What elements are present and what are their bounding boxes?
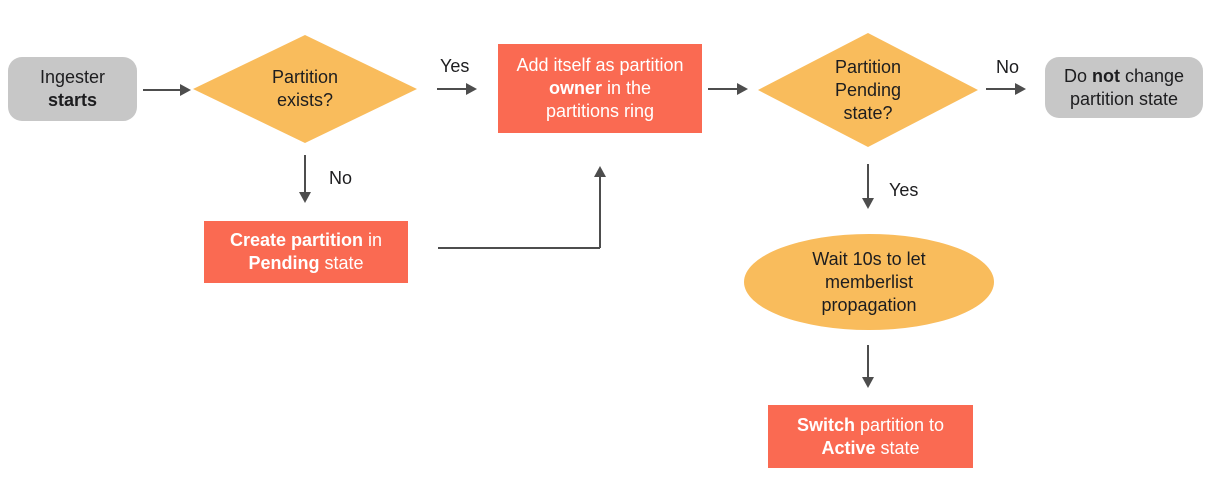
edge-label-exists-no: No	[329, 168, 353, 188]
edge-create-to-addowner-vline	[599, 177, 601, 248]
edge-start-to-exists-line	[143, 89, 180, 91]
arrowhead-right-icon	[737, 83, 748, 95]
edge-addowner-to-pending-line	[708, 88, 737, 90]
edge-label-pending-yes: Yes	[889, 180, 919, 200]
arrowhead-down-icon	[862, 377, 874, 388]
arrowhead-down-icon	[862, 198, 874, 209]
edge-wait-to-switch-line	[867, 345, 869, 378]
edge-pending-yes-line	[867, 164, 869, 199]
edge-exists-yes-line	[437, 88, 466, 90]
edge-create-to-addowner-hline	[438, 247, 600, 249]
arrowhead-up-icon	[594, 166, 606, 177]
edge-label-exists-yes: Yes	[440, 56, 470, 76]
arrowhead-right-icon	[1015, 83, 1026, 95]
arrowhead-right-icon	[466, 83, 477, 95]
edge-exists-no-line	[304, 155, 306, 193]
arrowhead-right-icon	[180, 84, 191, 96]
edge-label-pending-no: No	[996, 57, 1020, 77]
edge-pending-no-line	[986, 88, 1015, 90]
arrowhead-down-icon	[299, 192, 311, 203]
